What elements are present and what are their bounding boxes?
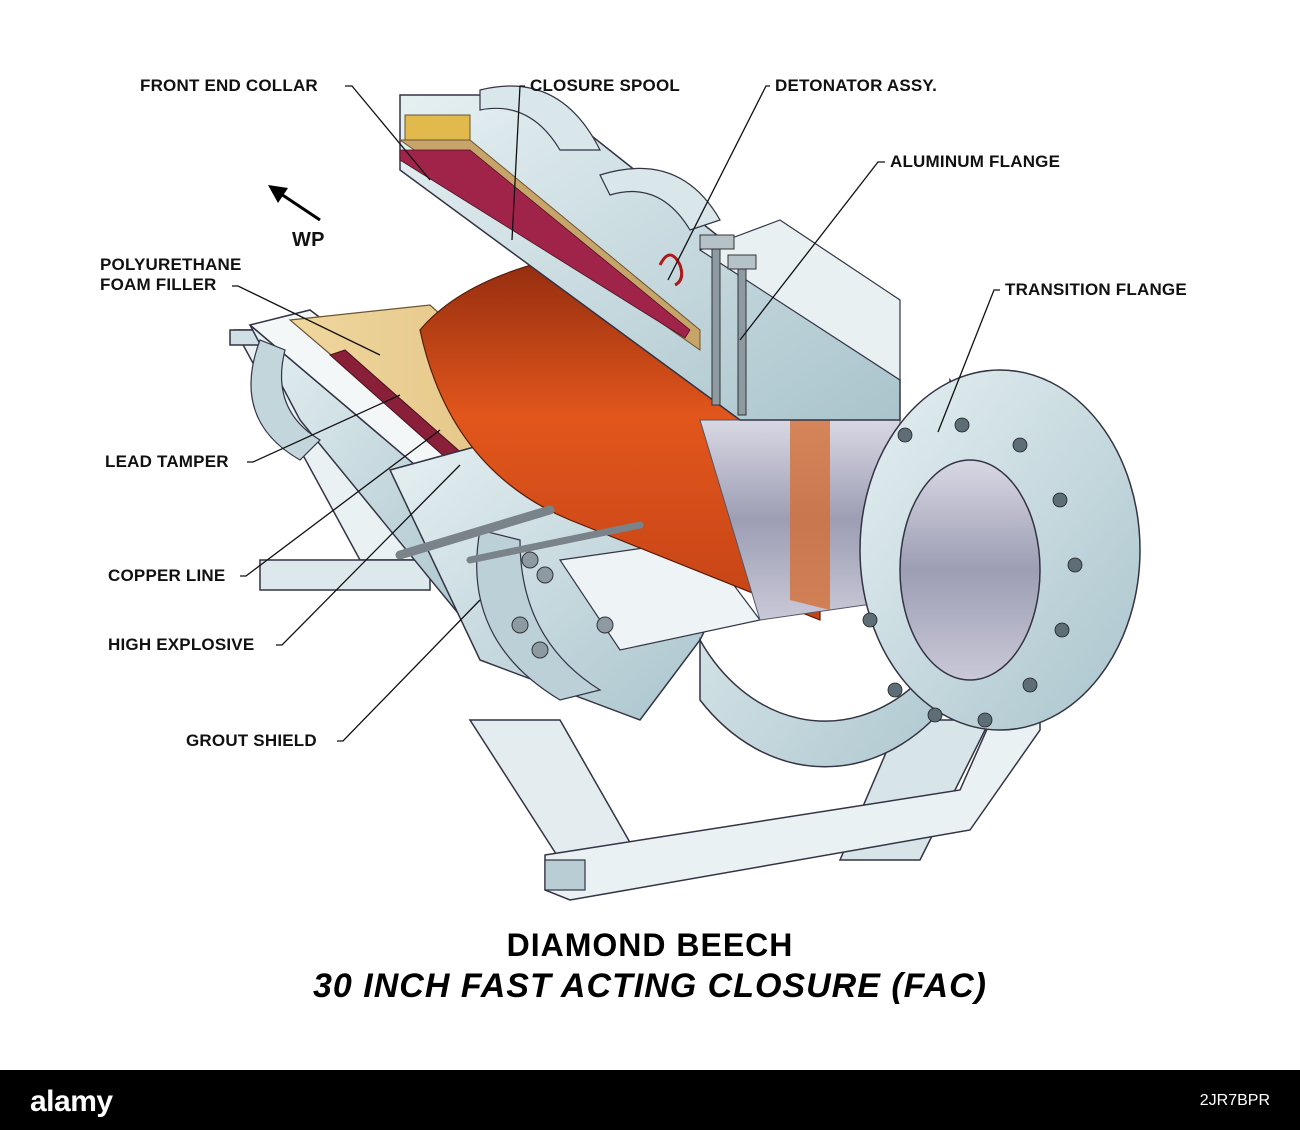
upper-body — [398, 85, 901, 421]
leader-lines — [232, 85, 1000, 742]
label-polyurethane-foam-filler: POLYURETHANE FOAM FILLER — [100, 255, 242, 294]
wp-arrow — [268, 185, 321, 222]
label-grout-shield: GROUT SHIELD — [186, 731, 317, 750]
copper-line-pipe — [395, 505, 644, 564]
label-lead-tamper: LEAD TAMPER — [105, 452, 229, 471]
label-high-explosive: HIGH EXPLOSIVE — [108, 635, 255, 654]
front-support-stand — [468, 699, 1041, 901]
label-wp: WP — [292, 229, 325, 251]
label-detonator-assy: DETONATOR ASSY. — [775, 76, 938, 95]
alamy-logo: alamy — [30, 1085, 113, 1118]
title-block: DIAMOND BEECH 30 INCH FAST ACTING CLOSUR… — [0, 925, 1300, 1007]
transition-flange — [699, 369, 1141, 768]
footer-bar — [0, 1070, 1300, 1130]
label-copper-line: COPPER LINE — [108, 566, 226, 585]
label-transition-flange: TRANSITION FLANGE — [1005, 280, 1187, 299]
label-closure-spool: CLOSURE SPOOL — [530, 76, 680, 95]
diagram-title: DIAMOND BEECH — [506, 927, 794, 963]
image-code: 2JR7BPR — [1199, 1092, 1270, 1109]
detonator-bolts — [658, 234, 757, 416]
label-aluminum-flange: ALUMINUM FLANGE — [890, 152, 1061, 171]
label-front-end-collar: FRONT END COLLAR — [140, 76, 318, 95]
diagram-subtitle: 30 INCH FAST ACTING CLOSURE (FAC) — [313, 967, 987, 1005]
side-bolts — [511, 551, 614, 659]
